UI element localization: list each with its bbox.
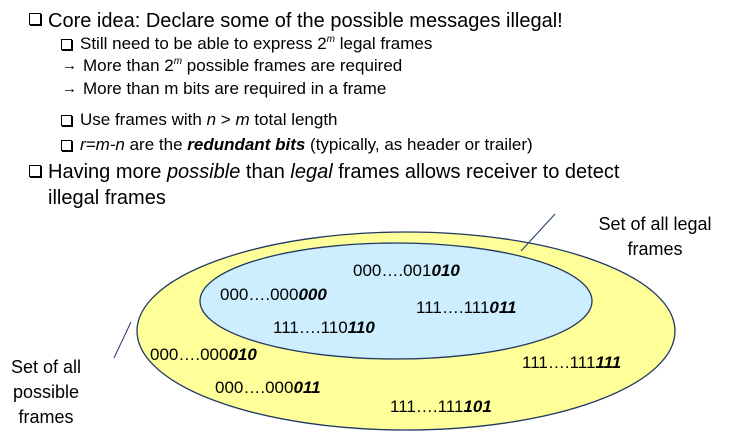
bullet-box-icon: [61, 140, 72, 151]
arrow-item-more-bits: More than m bits are required in a frame: [83, 79, 387, 98]
bullet-express-frames: Still need to be able to express 2m lega…: [80, 34, 433, 53]
bullet-frame-length: Use frames with n > m total length: [80, 110, 338, 129]
legal-frame: 111….111011: [416, 298, 517, 317]
arrow-item-possible-frames: More than 2m possible frames are require…: [83, 56, 403, 75]
bullet-box-icon: [61, 39, 72, 50]
arrow-right-icon: →: [62, 57, 77, 74]
illegal-frame: 111….111111: [522, 353, 622, 372]
bullet-detect-illegal-line2: illegal frames: [48, 187, 166, 209]
illegal-frame: 111….111101: [390, 397, 492, 416]
bullet-redundant-bits: r=m-n are the redundant bits (typically,…: [80, 135, 533, 154]
legal-label-leader: [520, 213, 556, 252]
arrow-right-icon: →: [62, 80, 77, 97]
legal-frame: 000….000000: [220, 285, 327, 304]
legal-frame: 111….110110: [273, 318, 375, 337]
legal-frames-ellipse: [199, 242, 593, 360]
bullet-box-icon: [29, 13, 41, 25]
possible-label-leader: [113, 321, 132, 359]
bullet-box-icon: [29, 165, 41, 177]
legal-frame: 000….001010: [353, 261, 460, 280]
illegal-frame: 000….000010: [150, 345, 257, 364]
bullet-box-icon: [61, 115, 72, 126]
bullet-detect-illegal: Having more possible than legal frames a…: [48, 161, 620, 183]
bullet-core-idea: Core idea: Declare some of the possible …: [48, 10, 563, 32]
illegal-frame: 000….000011: [215, 378, 321, 397]
